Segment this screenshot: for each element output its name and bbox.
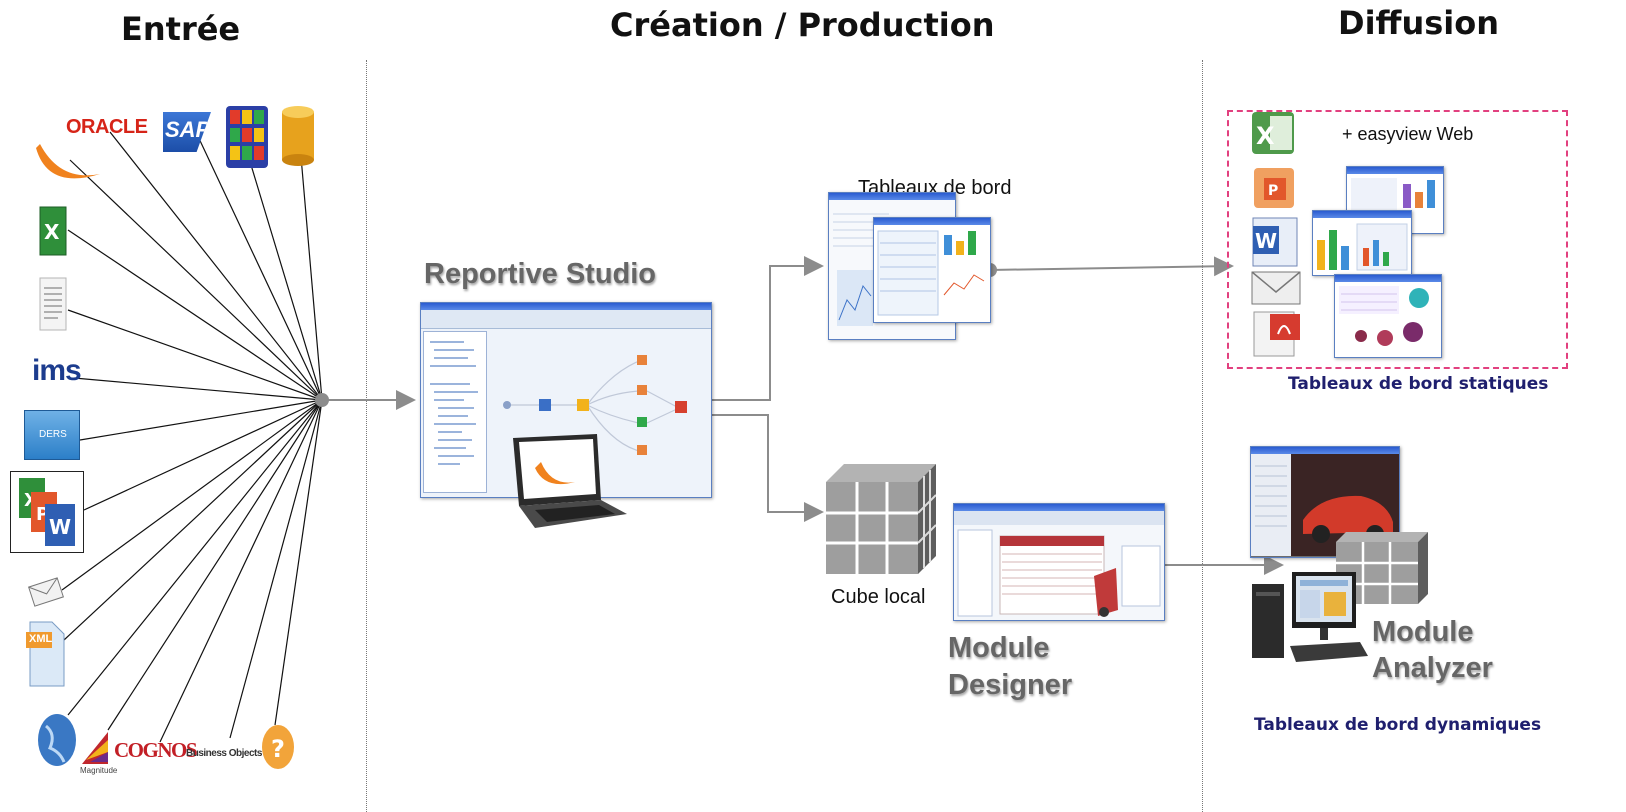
column-title-diffusion: Diffusion [1338,4,1500,42]
business-objects-logo: Business Objects [186,748,262,759]
wire-xml [63,399,323,641]
easyview1-titlebar [1347,167,1443,174]
local-cube-icon [826,464,936,574]
svg-text:W: W [1255,229,1277,253]
dashboard-front-content [877,230,985,316]
analyzer-titlebar [1251,447,1399,454]
cube-local-label: Cube local [831,586,926,608]
pdf-diffusion-icon [1253,311,1300,357]
excel-icon: X [39,206,67,256]
column-separator-right [1202,60,1203,812]
module-analyzer-line2: Analyzer [1372,652,1493,684]
designer-screenshot [953,503,1165,621]
svg-text:X: X [44,220,60,244]
studio-title: Reportive Studio [424,258,657,290]
wire-ders [79,399,323,441]
designer-ribbon [954,511,1164,525]
easyview3-content [1339,286,1429,346]
wire-help [274,399,323,726]
text-file-icon [39,277,67,331]
wire-sap [194,129,323,401]
svg-text:X: X [1256,122,1275,150]
column-title-creation: Création / Production [610,6,995,44]
easyview-web-label: + easyview Web [1342,124,1474,144]
column-title-input: Entrée [121,10,241,48]
excel-diffusion-icon: X [1252,112,1294,154]
studio-workflow-canvas [503,355,687,455]
globe-icon [38,714,76,766]
powerpoint-diffusion-icon: P [1254,168,1294,208]
module-designer-line1: Module [948,632,1050,664]
static-dashboards-frame [1227,110,1568,369]
ders-logo: DERS [24,410,80,460]
wire-mail [61,399,323,591]
wire-globe [67,399,323,716]
wire-oracle [109,131,323,401]
easyview1-content [1351,178,1435,228]
mail-diffusion-icon [1251,271,1301,305]
oracle-logo: ORACLE [66,116,148,138]
arrow-to-dashboards [710,256,824,401]
wire-business-objects [229,399,323,739]
wire-database [299,144,323,401]
ims-logo: ims [32,354,82,387]
easyview-screenshot-3 [1334,274,1442,358]
studio-toolbar [421,310,711,329]
orange-swoosh-icon [36,144,100,179]
easyview-screenshot-2 [1312,210,1412,276]
help-question-icon: ? [262,725,294,769]
wire-cube [244,144,323,401]
designer-titlebar [954,504,1164,511]
module-analyzer-title: Module Analyzer [1372,614,1493,686]
easyview2-titlebar [1313,211,1411,218]
easyview2-content [1317,223,1408,271]
column-separator-left [366,60,367,812]
easyview3-titlebar [1335,275,1441,282]
static-dashboards-caption: Tableaux de bord statiques [1288,374,1549,394]
magnitude-logo: Magnitude [80,722,117,782]
studio-tree-panel [423,331,487,493]
word-diffusion-icon: W [1252,217,1298,267]
module-designer-line2: Designer [948,669,1073,701]
wire-cognos [159,399,323,743]
dashboard-front-titlebar [874,218,990,225]
dashboard-back-titlebar [829,193,955,200]
dynamic-dashboards-caption: Tableaux de bord dynamiques [1254,715,1542,735]
olap-cube-icon [226,106,268,168]
studio-titlebar [421,303,711,310]
wire-office [83,399,323,511]
wire-orange-logo [69,159,323,401]
wire-excel [67,229,323,401]
desktop-computer-icon [1252,572,1368,662]
dashboard-front-screenshot [873,217,991,323]
office-files-icon: X P W [10,471,84,553]
svg-text:P: P [1268,183,1278,199]
arrow-to-static [989,256,1234,277]
wire-ims [73,377,323,401]
designer-content [957,529,1161,617]
module-analyzer-line1: Module [1372,616,1474,648]
svg-text:W: W [49,515,71,539]
module-designer-title: Module Designer [948,630,1072,704]
svg-text:?: ? [271,735,285,763]
cognos-logo: COGNOS [114,738,198,762]
wire-magnitude [107,399,323,731]
xml-file-icon: XML [24,620,66,688]
laptop-icon [513,434,627,528]
ders-logo-text: DERS [39,429,67,440]
database-icon [282,106,314,166]
wire-text [67,309,323,401]
magnitude-label: Magnitude [80,766,118,775]
arrow-to-cube [710,414,824,522]
mail-icon [28,577,64,607]
xml-label: XML [29,633,53,645]
